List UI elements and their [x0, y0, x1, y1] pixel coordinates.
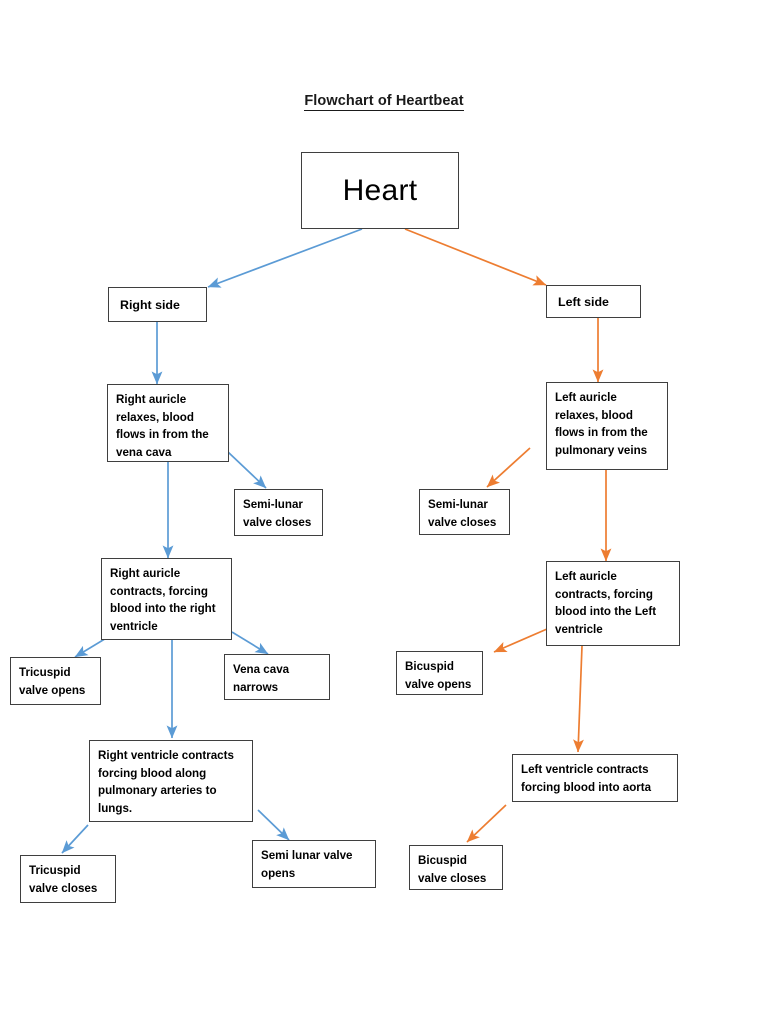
node-left-ventricle-contracts-label: Left ventricle contracts forcing blood i…	[521, 763, 652, 794]
node-bicuspid-valve-opens-label: Bicuspid valve opens	[405, 660, 472, 691]
node-tricuspid-valve-closes[interactable]: Tricuspid valve closes	[20, 855, 116, 903]
node-bicuspid-valve-closes[interactable]: Bicuspid valve closes	[409, 845, 503, 890]
node-right-auricle-relaxes-label: Right auricle relaxes, blood flows in fr…	[116, 393, 209, 459]
node-bicuspid-valve-closes-label: Bicuspid valve closes	[418, 854, 487, 885]
node-right-ventricle-contracts[interactable]: Right ventricle contracts forcing blood …	[89, 740, 253, 822]
arrow-left-contract-to-bicuspid-opens	[493, 628, 548, 653]
node-left-auricle-relaxes[interactable]: Left auricle relaxes, blood flows in fro…	[546, 382, 668, 470]
arrow-left-ventricle-to-bicuspid-closes	[466, 804, 507, 843]
node-bicuspid-valve-opens[interactable]: Bicuspid valve opens	[396, 651, 483, 695]
page-title-text: Flowchart of Heartbeat	[304, 93, 464, 111]
node-heart-label: Heart	[342, 173, 418, 207]
node-semilunar-valve-opens[interactable]: Semi lunar valve opens	[252, 840, 376, 888]
node-semilunar-valve-closes-right-label: Semi-lunar valve closes	[243, 498, 312, 529]
arrow-right-relax-to-semilunar-closes	[227, 451, 267, 489]
node-semilunar-valve-closes-right[interactable]: Semi-lunar valve closes	[234, 489, 323, 536]
arrow-heart-to-left-side	[404, 228, 547, 286]
node-heart[interactable]: Heart	[301, 152, 459, 229]
node-tricuspid-valve-opens[interactable]: Tricuspid valve opens	[10, 657, 101, 705]
node-right-auricle-contracts[interactable]: Right auricle contracts, forcing blood i…	[101, 558, 232, 640]
node-vena-cava-narrows-label: Vena cava narrows	[233, 663, 290, 694]
node-left-auricle-contracts-label: Left auricle contracts, forcing blood in…	[555, 570, 657, 636]
node-right-side-label: Right side	[120, 297, 180, 312]
node-tricuspid-valve-closes-label: Tricuspid valve closes	[29, 864, 98, 895]
node-left-side[interactable]: Left side	[546, 285, 641, 318]
page-title: Flowchart of Heartbeat	[0, 93, 768, 111]
arrow-heart-to-right-side	[207, 228, 363, 288]
node-semilunar-valve-opens-label: Semi lunar valve opens	[261, 849, 353, 880]
node-left-ventricle-contracts[interactable]: Left ventricle contracts forcing blood i…	[512, 754, 678, 802]
node-right-auricle-relaxes[interactable]: Right auricle relaxes, blood flows in fr…	[107, 384, 229, 462]
arrow-right-contract-to-vena-cava	[231, 631, 269, 655]
node-tricuspid-valve-opens-label: Tricuspid valve opens	[19, 666, 86, 697]
node-right-side[interactable]: Right side	[108, 287, 207, 322]
node-right-ventricle-contracts-label: Right ventricle contracts forcing blood …	[98, 749, 234, 815]
arrow-right-ventricle-to-tricuspid-closes	[61, 824, 89, 854]
arrow-left-relax-to-semilunar-closes	[486, 447, 531, 488]
arrow-left-contract-to-ventricle	[573, 645, 584, 753]
node-left-side-label: Left side	[558, 294, 609, 309]
node-left-auricle-contracts[interactable]: Left auricle contracts, forcing blood in…	[546, 561, 680, 646]
arrow-right-ventricle-to-semilunar-opens	[257, 809, 290, 841]
node-semilunar-valve-closes-left-label: Semi-lunar valve closes	[428, 498, 497, 529]
node-right-auricle-contracts-label: Right auricle contracts, forcing blood i…	[110, 567, 216, 633]
node-left-auricle-relaxes-label: Left auricle relaxes, blood flows in fro…	[555, 391, 648, 457]
node-semilunar-valve-closes-left[interactable]: Semi-lunar valve closes	[419, 489, 510, 535]
node-vena-cava-narrows[interactable]: Vena cava narrows	[224, 654, 330, 700]
